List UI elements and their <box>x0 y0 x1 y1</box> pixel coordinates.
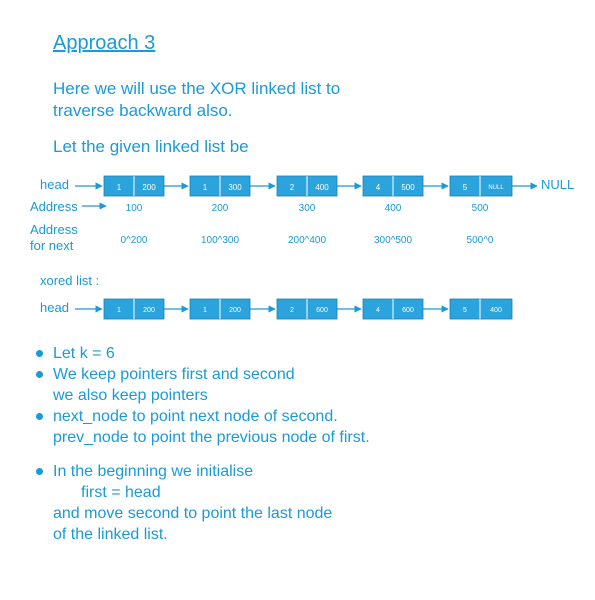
bullet-text: We keep pointers first and second <box>53 366 295 383</box>
bullet-continuation: first = head <box>36 482 370 503</box>
node-next: NULL <box>488 185 504 191</box>
node-next: 200 <box>142 183 156 192</box>
bullet-dot <box>36 413 43 420</box>
node-value: 1 <box>203 183 208 192</box>
node-value: 5 <box>463 307 467 314</box>
node-next: 400 <box>315 183 329 192</box>
address-next-label-1: Address <box>30 222 78 237</box>
node-value: 2 <box>290 183 295 192</box>
bullet-text: first = head <box>81 484 161 501</box>
bullet-list: Let k = 6 We keep pointers first and sec… <box>36 343 370 545</box>
node-value: 1 <box>117 307 121 314</box>
head-label: head <box>40 177 69 192</box>
bullet-text: prev_node to point the previous node of … <box>53 429 370 446</box>
bullet-item: We keep pointers first and second <box>36 364 370 385</box>
xored-list-label: xored list : <box>40 273 100 288</box>
node-value: 2 <box>290 307 294 314</box>
bullet-continuation: of the linked list. <box>36 524 370 545</box>
null-label: NULL <box>541 177 575 192</box>
xored-node: 1 200 <box>189 298 251 320</box>
node-next: 500 <box>401 183 415 192</box>
node-address: 300 <box>299 203 316 214</box>
address-next-label-2: for next <box>30 238 74 253</box>
node-value: 1 <box>117 183 122 192</box>
bullet-continuation: we also keep pointers <box>36 385 370 406</box>
node-xor-address: 200^400 <box>288 235 327 246</box>
bullet-item: next_node to point next node of second. <box>36 406 370 427</box>
xored-node: 5 400 <box>449 298 513 320</box>
intro-line-3: Let the given linked list be <box>53 137 249 156</box>
node-address: 400 <box>385 203 402 214</box>
bullet-continuation: prev_node to point the previous node of … <box>36 427 370 448</box>
list-node: 4 500 <box>362 175 424 197</box>
bullet-item: Let k = 6 <box>36 343 370 364</box>
bullet-text: of the linked list. <box>53 526 168 543</box>
node-xor-address: 100^300 <box>201 235 240 246</box>
node-address: 500 <box>472 203 489 214</box>
node-next: 200 <box>229 307 241 314</box>
node-xor-address: 0^200 <box>121 235 148 246</box>
bullet-text: we also keep pointers <box>53 387 208 404</box>
list-node: 1 300 <box>189 175 251 197</box>
node-next: 200 <box>143 307 155 314</box>
bullet-text: Let k = 6 <box>53 345 115 362</box>
node-box <box>449 175 513 197</box>
intro-line-1: Here we will use the XOR linked list to <box>53 79 341 98</box>
node-next: 400 <box>490 307 502 314</box>
bullet-dot <box>36 350 43 357</box>
node-next: 600 <box>316 307 328 314</box>
list-node: 1 200 <box>103 175 165 197</box>
xored-node: 1 200 <box>103 298 165 320</box>
address-label: Address <box>30 199 78 214</box>
node-address: 200 <box>212 203 229 214</box>
list-node: 5 NULL <box>449 175 513 197</box>
bullet-dot <box>36 371 43 378</box>
node-value: 4 <box>376 307 380 314</box>
xored-node: 2 600 <box>276 298 338 320</box>
node-box <box>449 298 513 320</box>
page-title: Approach 3 <box>53 32 156 54</box>
xored-head-label: head <box>40 300 69 315</box>
node-next: 300 <box>228 183 242 192</box>
bullet-text: In the beginning we initialise <box>53 463 254 480</box>
node-next: 600 <box>402 307 414 314</box>
bullet-item: In the beginning we initialise <box>36 461 370 482</box>
node-xor-address: 500^0 <box>467 235 494 246</box>
bullet-dot <box>36 468 43 475</box>
bullet-text: next_node to point next node of second. <box>53 408 338 425</box>
xored-list-nodes: 1 200 1 200 2 600 4 600 5 400 <box>103 298 513 320</box>
xored-node: 4 600 <box>362 298 424 320</box>
node-value: 4 <box>376 183 381 192</box>
node-value: 1 <box>203 307 207 314</box>
node-xor-address: 300^500 <box>374 235 413 246</box>
bullet-continuation: and move second to point the last node <box>36 503 370 524</box>
node-value: 5 <box>463 183 468 192</box>
list-node: 2 400 <box>276 175 338 197</box>
bullet-text: and move second to point the last node <box>53 505 333 522</box>
given-list-nodes: 1 200 1 300 2 400 4 500 5 NULL <box>103 175 513 197</box>
node-address: 100 <box>126 203 143 214</box>
intro-line-2: traverse backward also. <box>53 101 233 120</box>
